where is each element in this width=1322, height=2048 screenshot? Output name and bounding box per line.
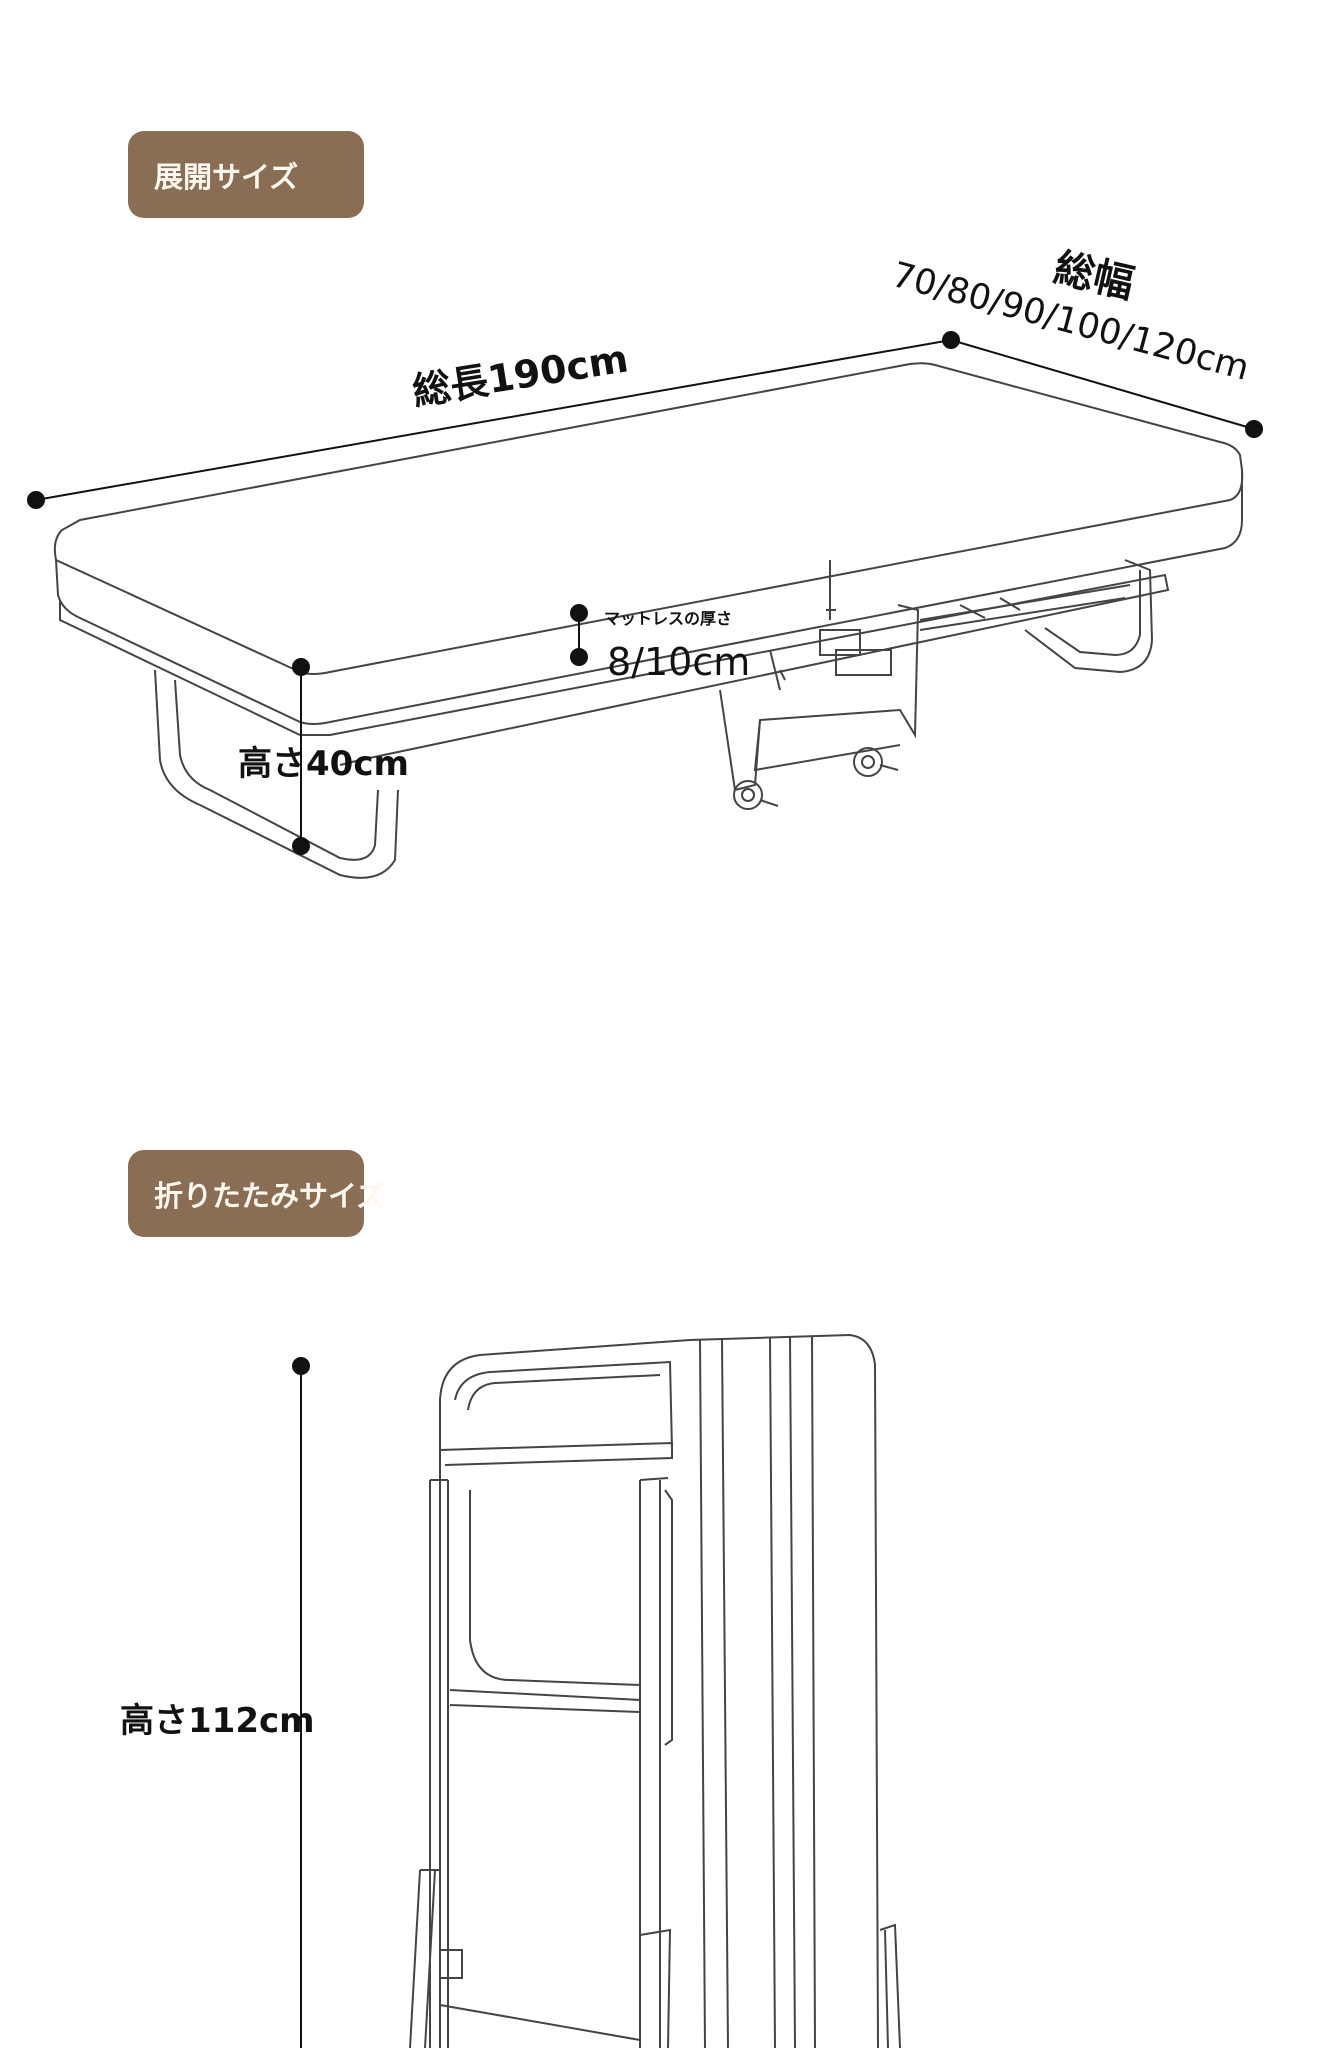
unfolded-bed-illustration [53, 362, 1244, 879]
unfolded-size-badge: 展開サイズ [128, 131, 364, 218]
folded-bed-illustration [409, 1333, 901, 2048]
unfolded-height-label: 高さ40cm [238, 744, 409, 784]
mattress-thickness-label: マットレスの厚さ [604, 609, 732, 628]
folded-size-title: 折りたたみサイズ [154, 1178, 386, 1213]
folded-height-label: 高さ112cm [120, 1701, 315, 1741]
dimension-lines [27, 331, 1263, 2048]
unfolded-size-title: 展開サイズ [154, 159, 299, 194]
mattress-thickness-value: 8/10cm [607, 640, 750, 684]
folded-size-badge: 折りたたみサイズ [128, 1150, 385, 1237]
